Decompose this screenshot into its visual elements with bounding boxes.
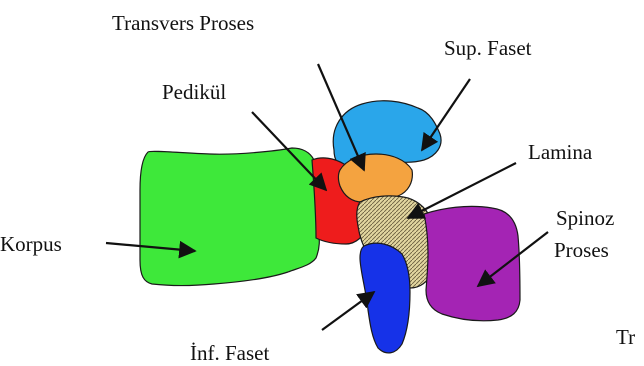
label-proses: Proses <box>554 238 609 262</box>
label-truncated-tr: Tr <box>616 325 635 349</box>
transverse-process-shape <box>339 154 413 202</box>
arrow-inf-faset <box>322 292 374 330</box>
label-transvers-proses: Transvers Proses <box>112 11 254 35</box>
arrow-sup-faset <box>422 79 470 150</box>
label-korpus: Korpus <box>0 232 62 256</box>
label-sup-faset: Sup. Faset <box>444 36 532 60</box>
label-lamina: Lamina <box>528 140 593 164</box>
label-inf-faset: İnf. Faset <box>190 341 269 365</box>
label-spinoz: Spinoz <box>556 206 614 230</box>
label-pedikul: Pedikül <box>162 80 226 104</box>
vertebral-body-shape <box>140 148 319 286</box>
